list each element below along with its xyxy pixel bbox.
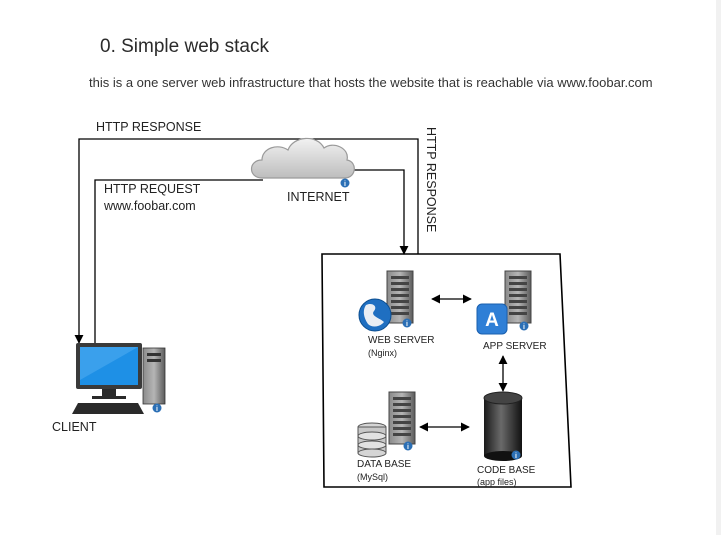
http-response-label: HTTP RESPONSE xyxy=(96,120,201,134)
web-server-sub-label: (Nginx) xyxy=(368,348,397,358)
internet-label: INTERNET xyxy=(287,190,350,204)
http-response-line xyxy=(74,138,419,344)
desktop-computer-icon xyxy=(72,343,166,414)
web-server-icon xyxy=(358,270,414,332)
data-base-label: DATA BASE xyxy=(357,459,411,470)
app-server-label: APP SERVER xyxy=(483,341,547,352)
http-request-line xyxy=(94,179,263,343)
data-base-sub-label: (MySql) xyxy=(357,472,388,482)
page-title: 0. Simple web stack xyxy=(100,36,269,57)
internet-to-server-line xyxy=(337,169,409,255)
server-container xyxy=(321,253,572,488)
code-base-icon xyxy=(483,391,523,461)
page-description: this is a one server web infrastructure … xyxy=(89,75,653,90)
svg-text:A: A xyxy=(485,310,499,331)
client-label: CLIENT xyxy=(52,420,97,434)
database-server-icon xyxy=(357,391,416,458)
code-base-sub-label: (app files) xyxy=(477,477,517,487)
right-edge-shadow xyxy=(716,0,721,535)
request-url-label: www.foobar.com xyxy=(103,199,196,213)
app-server-icon: A xyxy=(476,270,532,335)
code-base-label: CODE BASE xyxy=(477,465,536,476)
http-response-vertical-label: HTTP RESPONSE xyxy=(424,127,438,232)
web-server-label: WEB SERVER xyxy=(368,335,435,346)
connectors xyxy=(74,138,508,432)
http-request-label: HTTP REQUEST xyxy=(104,182,201,196)
cloud-icon xyxy=(250,137,355,188)
